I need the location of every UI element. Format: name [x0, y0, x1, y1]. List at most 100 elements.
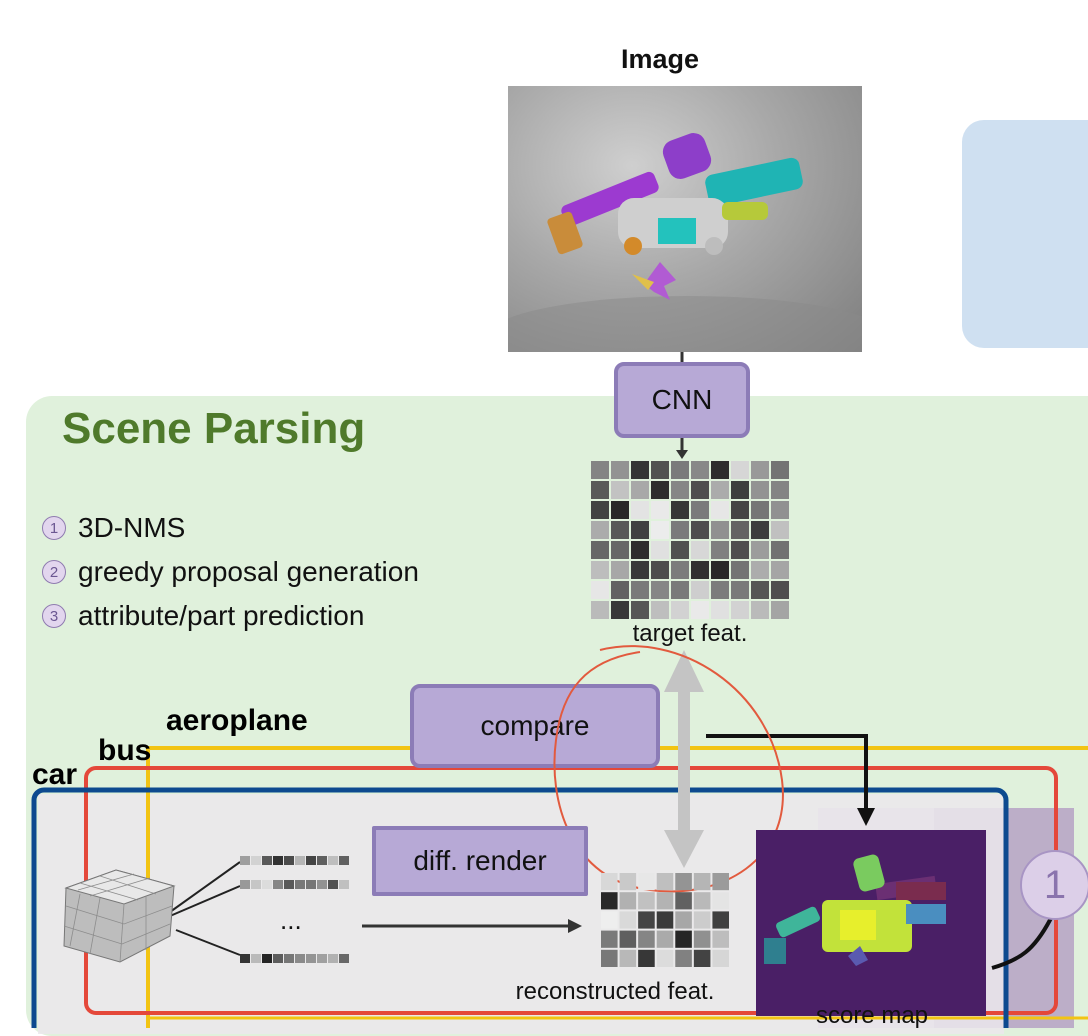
feature-cell [631, 541, 649, 559]
feature-cell [711, 501, 729, 519]
feature-cell [675, 930, 692, 948]
step-label: 3D-NMS [78, 512, 186, 543]
feature-cell [651, 481, 669, 499]
feature-cell [611, 521, 629, 539]
feature-cell [651, 501, 669, 519]
feature-cell [771, 501, 789, 519]
feature-cell [651, 601, 669, 619]
scene-objects-illustration [508, 133, 862, 352]
feature-cell [591, 581, 609, 599]
feature-strip-cell [240, 880, 250, 889]
feature-cell [611, 561, 629, 579]
feature-cell [712, 930, 729, 948]
ellipsis-label: ... [280, 905, 302, 935]
feature-cell [712, 911, 729, 929]
step-item: 3 attribute/part prediction [38, 594, 419, 638]
feature-cell [751, 601, 769, 619]
feature-strip-cell [295, 880, 305, 889]
step-label: attribute/part prediction [78, 600, 365, 631]
feature-cell [693, 892, 711, 910]
feature-strip-cell [240, 856, 250, 865]
feature-strip-cell [295, 856, 305, 865]
feature-cell [591, 461, 609, 479]
feature-strip-cell [306, 954, 316, 963]
feature-cell [611, 541, 629, 559]
feature-cell [691, 461, 709, 479]
feature-cell [731, 561, 749, 579]
feature-strip-cell [273, 880, 283, 889]
feature-cell [675, 892, 692, 910]
feature-cell [671, 561, 689, 579]
feature-cell [771, 581, 789, 599]
feature-cell [591, 521, 609, 539]
feature-cell [656, 873, 674, 891]
feature-strip-cell [306, 856, 316, 865]
step-number: 1 [42, 516, 66, 540]
feature-cell [731, 541, 749, 559]
feature-cell [651, 541, 669, 559]
feature-cell [731, 461, 749, 479]
feature-cell [751, 521, 769, 539]
score-map [756, 830, 986, 1016]
feature-cell [712, 949, 729, 967]
feature-cell [693, 930, 711, 948]
feature-cell [671, 581, 689, 599]
feature-cell [591, 601, 609, 619]
feature-cell [671, 521, 689, 539]
feature-cell [611, 581, 629, 599]
feature-cell [631, 581, 649, 599]
feature-cell [671, 601, 689, 619]
feature-cell [638, 873, 655, 891]
feature-cell [638, 892, 655, 910]
feature-cell [656, 911, 674, 929]
feature-strip-cell [251, 856, 261, 865]
step-marker: 1 [1020, 850, 1088, 920]
feature-cell [619, 911, 637, 929]
feature-cell [611, 501, 629, 519]
feature-cell [631, 601, 649, 619]
feature-strip-cell [284, 856, 294, 865]
mesh-cube [60, 866, 180, 966]
reconstructed-feat-label: reconstructed feat. [515, 978, 715, 1005]
feature-cell [671, 501, 689, 519]
feature-cell [601, 911, 618, 929]
feature-cell [611, 601, 629, 619]
feature-cell [638, 930, 655, 948]
aeroplane-label: aeroplane [166, 704, 308, 737]
feature-cell [691, 581, 709, 599]
feature-cell [691, 601, 709, 619]
feature-cell [711, 521, 729, 539]
feature-strip-cell [295, 954, 305, 963]
feature-cell [693, 911, 711, 929]
feature-strip-cell [251, 880, 261, 889]
feature-strip-cell [240, 954, 250, 963]
feature-cell [691, 561, 709, 579]
feature-cell [631, 521, 649, 539]
car-label: car [32, 758, 78, 791]
feature-cell [693, 949, 711, 967]
steps-list: 1 3D-NMS 2 greedy proposal generation 3 … [38, 506, 419, 638]
step-item: 1 3D-NMS [38, 506, 419, 550]
image-title: Image [620, 44, 700, 74]
reconstructed-feature-map [600, 872, 730, 968]
feature-cell [731, 521, 749, 539]
feature-cell [591, 481, 609, 499]
feature-cell [675, 873, 692, 891]
feature-cell [691, 541, 709, 559]
feature-cell [731, 481, 749, 499]
diff-render-box: diff. render [372, 826, 588, 896]
feature-cell [591, 501, 609, 519]
target-feat-label: target feat. [632, 620, 748, 647]
feature-cell [711, 461, 729, 479]
feature-cell [601, 873, 618, 891]
step-item: 2 greedy proposal generation [38, 550, 419, 594]
feature-cell [601, 949, 618, 967]
feature-strip-cell [328, 880, 338, 889]
feature-cell [619, 892, 637, 910]
feature-strip-cell [262, 954, 272, 963]
feature-cell [631, 461, 649, 479]
feature-cell [693, 873, 711, 891]
feature-cell [611, 461, 629, 479]
feature-cell [591, 541, 609, 559]
